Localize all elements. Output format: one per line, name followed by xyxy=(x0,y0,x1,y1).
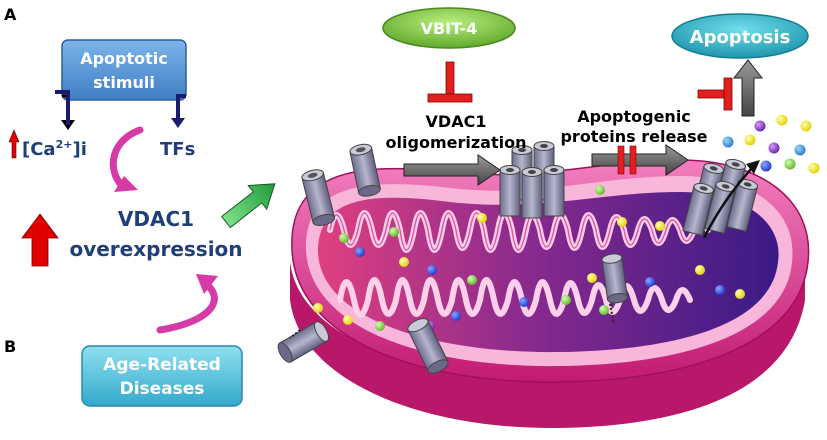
apoptotic-stimuli-box: Apoptotic stimuli xyxy=(61,39,187,101)
release-arrow-blocked xyxy=(591,144,689,176)
released-proteins xyxy=(722,114,820,174)
panel-label-b: B xyxy=(4,337,16,356)
channel-tail xyxy=(609,303,615,325)
apoptogenic-release-line1: Apoptogenic xyxy=(577,107,691,126)
apoptogenic-release-line2: proteins release xyxy=(560,127,707,146)
vdac1-channel xyxy=(407,318,449,374)
vdac1-overexpression-line2: overexpression xyxy=(69,237,242,261)
apoptotic-stimuli-line2: stimuli xyxy=(93,73,155,92)
cristae-outline xyxy=(329,212,709,251)
apoptotic-stimuli-line1: Apoptotic xyxy=(80,49,168,68)
stimuli-to-tfs-arrow xyxy=(171,94,186,128)
apoptosis-inhibitor-bar xyxy=(697,77,733,111)
vdac1-oligomer xyxy=(499,141,565,219)
calcium-label: [Ca2+]i xyxy=(22,138,87,160)
up-arrow-to-apoptosis xyxy=(732,59,764,117)
vdac1-channel xyxy=(349,143,381,197)
vdac1-up-arrow xyxy=(21,213,59,267)
green-arrow-to-mitochondrion xyxy=(220,183,276,229)
vdac1-channel xyxy=(601,253,628,304)
apoptosis-ellipse: Apoptosis xyxy=(671,13,809,59)
calcium-up-arrow xyxy=(8,129,20,159)
oligomerization-arrow xyxy=(403,154,501,186)
mitochondrion xyxy=(277,141,810,429)
age-related-diseases-box: Age-Related Diseases xyxy=(81,345,243,407)
panel-label-a: A xyxy=(4,5,17,24)
vdac1-channel xyxy=(277,321,329,363)
vdac1-overexpression-line1: VDAC1 xyxy=(118,207,194,231)
vdac1-oligomerization-line1: VDAC1 xyxy=(426,112,487,131)
vbit4-ellipse: VBIT-4 xyxy=(382,7,516,49)
age-related-diseases-line1: Age-Related xyxy=(103,355,221,375)
vbit4-label: VBIT-4 xyxy=(421,19,478,38)
curved-arrow-from-diseases xyxy=(156,274,218,334)
stimuli-to-calcium-arrow xyxy=(55,90,75,130)
release-curved-arrow xyxy=(702,160,760,239)
vbit4-inhibitor-bar xyxy=(427,61,473,103)
vdac1-channel xyxy=(301,169,336,227)
age-related-diseases-line2: Diseases xyxy=(120,379,205,399)
vdac1-oligomerization-line2: oligomerization xyxy=(386,133,527,152)
curved-arrow-to-overexpression xyxy=(109,126,144,192)
apoptosis-label: Apoptosis xyxy=(690,27,791,48)
mito-molecules xyxy=(313,185,745,331)
tfs-label: TFs xyxy=(160,139,195,160)
